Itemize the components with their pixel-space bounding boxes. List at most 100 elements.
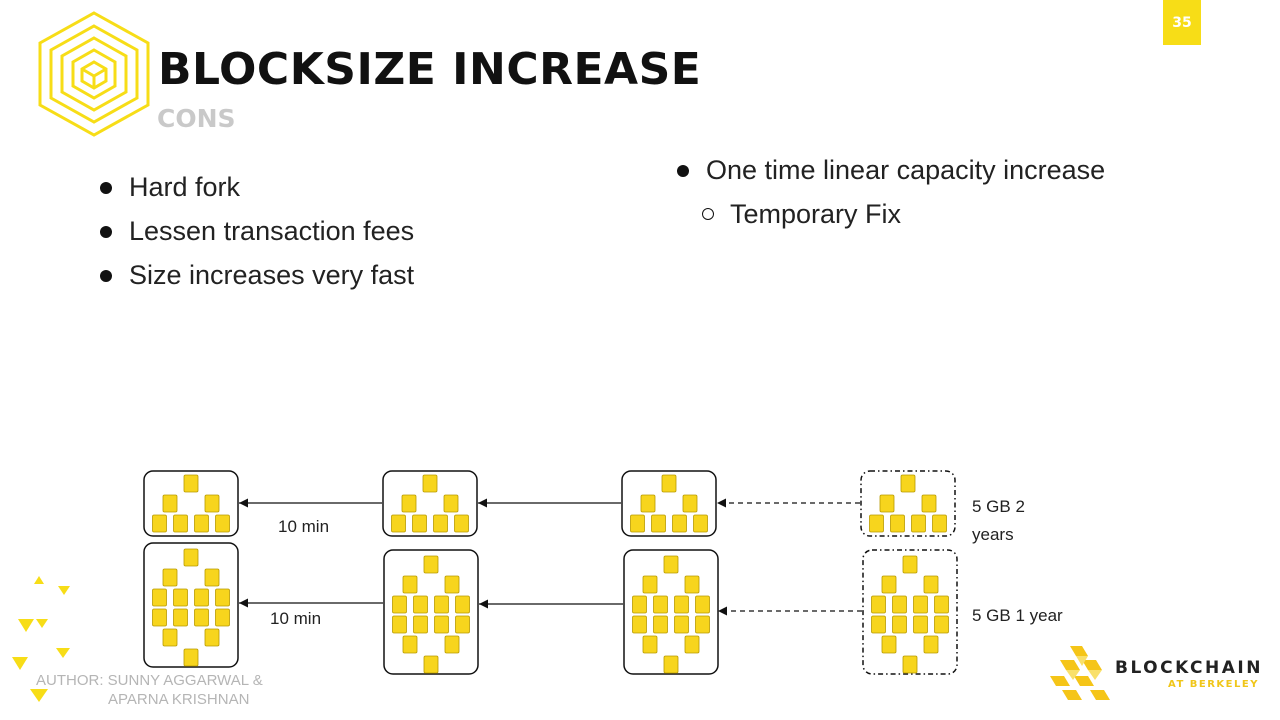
transaction-icon (921, 494, 937, 513)
transaction-icon (630, 514, 645, 533)
transaction-icon (642, 635, 658, 654)
transaction-icon (162, 494, 178, 513)
transaction-icon (162, 568, 178, 587)
transaction-icon (663, 555, 679, 574)
transaction-icon (661, 474, 677, 493)
transaction-icon (402, 635, 418, 654)
org-logo-subtitle: AT BERKELEY (1168, 679, 1259, 690)
bullet-item: One time linear capacity increase (676, 148, 1105, 192)
transaction-icon (444, 635, 460, 654)
author-line-1: AUTHOR: SUNNY AGGARWAL & (36, 672, 263, 689)
transaction-icon (152, 608, 167, 627)
transaction-icon (651, 514, 666, 533)
right-bullet-list: One time linear capacity increase Tempor… (676, 148, 1105, 236)
transaction-icon (934, 615, 949, 634)
transaction-icon (392, 595, 407, 614)
block (382, 470, 478, 537)
transaction-icon (923, 575, 939, 594)
transaction-icon (695, 595, 710, 614)
transaction-icon (215, 608, 230, 627)
transaction-icon (653, 615, 668, 634)
transaction-icon (913, 615, 928, 634)
transaction-icon (695, 615, 710, 634)
transaction-icon (640, 494, 656, 513)
transaction-icon (871, 615, 886, 634)
left-bullet-list: Hard fork Lessen transaction fees Size i… (99, 165, 414, 297)
transaction-icon (455, 595, 470, 614)
transaction-icon (911, 514, 926, 533)
top-row-pending-label-2: years (972, 525, 1014, 544)
transaction-icon (684, 575, 700, 594)
transaction-icon (672, 514, 687, 533)
transaction-icon (444, 575, 460, 594)
transaction-icon (900, 474, 916, 493)
transaction-icon (632, 595, 647, 614)
bullet-item: Lessen transaction fees (99, 209, 414, 253)
hexagon-cube-logo-icon (38, 11, 150, 137)
transaction-icon (455, 615, 470, 634)
transaction-icon (434, 595, 449, 614)
transaction-icon (194, 514, 209, 533)
transaction-icon (913, 595, 928, 614)
transaction-icon (693, 514, 708, 533)
transaction-icon (194, 588, 209, 607)
block (143, 470, 239, 537)
transaction-icon (423, 555, 439, 574)
transaction-icon (215, 588, 230, 607)
bullet-item: Hard fork (99, 165, 414, 209)
transaction-icon (173, 608, 188, 627)
transaction-icon (934, 595, 949, 614)
transaction-icon (183, 474, 199, 493)
transaction-icon (642, 575, 658, 594)
transaction-icon (173, 514, 188, 533)
bottom-row-pending-label: 5 GB 1 year (972, 606, 1063, 625)
transaction-icon (391, 514, 406, 533)
bullet-item: Size increases very fast (99, 253, 414, 297)
transaction-icon (653, 595, 668, 614)
top-row-interval-label: 10 min (278, 517, 329, 536)
transaction-icon (152, 514, 167, 533)
transaction-icon (412, 514, 427, 533)
top-row-pending-label: 5 GB 2 (972, 497, 1025, 516)
transaction-icon (204, 628, 220, 647)
transaction-icon (674, 595, 689, 614)
page-number-badge: 35 (1163, 0, 1201, 45)
transaction-icon (392, 615, 407, 634)
transaction-icon (902, 555, 918, 574)
transaction-icon (194, 608, 209, 627)
transaction-icon (871, 595, 886, 614)
transaction-icon (632, 615, 647, 634)
transaction-icon (204, 568, 220, 587)
page-title: BLOCKSIZE INCREASE (158, 44, 702, 95)
transaction-icon (923, 635, 939, 654)
transaction-icon (674, 615, 689, 634)
transaction-icon (892, 615, 907, 634)
page-subtitle: CONS (157, 104, 236, 133)
transaction-icon (879, 494, 895, 513)
transaction-icon (892, 595, 907, 614)
transaction-icon (402, 575, 418, 594)
transaction-icon (663, 655, 679, 674)
transaction-icon (443, 494, 459, 513)
transaction-icon (162, 628, 178, 647)
transaction-icon (183, 548, 199, 567)
transaction-icon (434, 615, 449, 634)
transaction-icon (684, 635, 700, 654)
block (621, 470, 717, 537)
transaction-icon (204, 494, 220, 513)
transaction-icon (890, 514, 905, 533)
blockchain-at-berkeley-logo-icon (1050, 646, 1110, 700)
transaction-icon (881, 635, 897, 654)
pending-block (860, 470, 956, 537)
transaction-icon (215, 514, 230, 533)
decorative-triangles-icon (12, 576, 70, 702)
transaction-icon (413, 615, 428, 634)
author-credit: AUTHOR: SUNNY AGGARWAL & APARNA KRISHNAN (36, 671, 263, 709)
transaction-icon (173, 588, 188, 607)
bottom-row-interval-label: 10 min (270, 609, 321, 628)
transaction-icon (422, 474, 438, 493)
transaction-icon (869, 514, 884, 533)
transaction-icon (682, 494, 698, 513)
transaction-icon (152, 588, 167, 607)
